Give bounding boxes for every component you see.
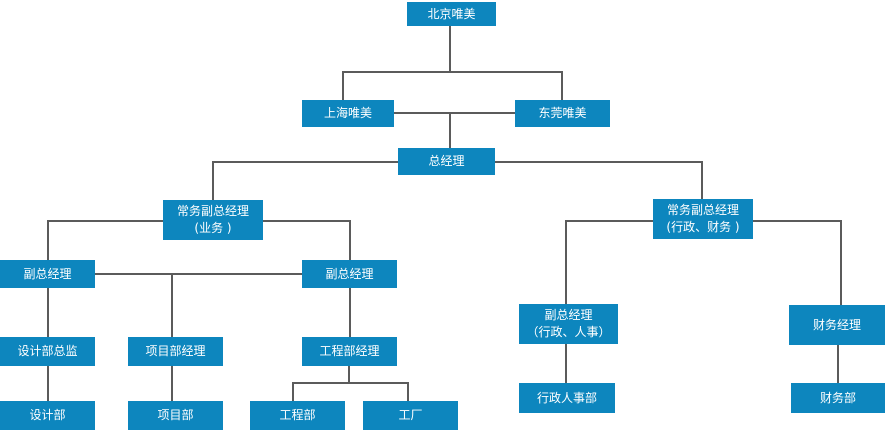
- connector-line: [292, 382, 409, 384]
- org-node-finance-manager[interactable]: 财务经理: [789, 305, 885, 345]
- org-node-label: 财务经理: [812, 317, 861, 332]
- connector-line: [565, 220, 567, 304]
- connector-line: [292, 382, 294, 401]
- org-node-project-dept[interactable]: 项目部: [128, 401, 223, 430]
- org-node-label: 设计部: [29, 408, 66, 423]
- connector-line: [449, 26, 451, 72]
- org-node-engineering-dept[interactable]: 工程部: [250, 401, 345, 430]
- org-node-label: 常务副总经理: [666, 203, 739, 218]
- connector-line: [263, 220, 351, 222]
- org-node-label: 工厂: [398, 408, 423, 423]
- org-node-shanghai-weimei[interactable]: 上海唯美: [302, 100, 394, 127]
- org-node-dongguan-weimei[interactable]: 东莞唯美: [515, 100, 610, 127]
- org-node-design-dept[interactable]: 设计部: [0, 401, 95, 430]
- org-node-general-manager[interactable]: 总经理: [398, 148, 495, 175]
- connector-line: [349, 288, 351, 337]
- connector-line: [394, 112, 515, 114]
- connector-line: [349, 220, 351, 260]
- connector-line: [837, 345, 839, 383]
- org-node-label: 副总经理: [325, 266, 374, 281]
- connector-line: [449, 112, 451, 148]
- connector-line: [407, 382, 409, 401]
- org-node-deputy-gm-admin-hr[interactable]: 副总经理 （行政、人事）: [519, 304, 618, 344]
- org-node-label: 副总经理: [23, 266, 72, 281]
- org-node-admin-hr-dept[interactable]: 行政人事部: [519, 383, 615, 413]
- connector-line: [753, 220, 842, 222]
- org-node-label: 东莞唯美: [538, 106, 587, 121]
- org-node-design-dept-director[interactable]: 设计部总监: [0, 337, 95, 366]
- org-node-project-dept-manager[interactable]: 项目部经理: [128, 337, 223, 366]
- connector-line: [95, 273, 302, 275]
- connector-line: [495, 161, 703, 163]
- connector-line: [342, 71, 344, 100]
- org-node-label: 财务部: [819, 390, 856, 405]
- connector-line: [47, 220, 49, 260]
- connector-line: [212, 161, 214, 200]
- org-node-finance-dept[interactable]: 财务部: [791, 383, 885, 413]
- org-node-label: (行政、财务 ): [666, 220, 740, 234]
- connector-line: [348, 366, 350, 383]
- connector-line: [47, 220, 163, 222]
- connector-line: [701, 161, 703, 199]
- org-node-label: （行政、人事）: [526, 325, 611, 339]
- org-node-label: 总经理: [428, 154, 465, 169]
- connector-line: [342, 71, 563, 73]
- org-node-engineering-dept-manager[interactable]: 工程部经理: [302, 337, 397, 366]
- org-node-label: 常务副总经理: [176, 204, 249, 219]
- connector-line: [212, 161, 398, 163]
- connector-line: [171, 366, 173, 401]
- connector-line: [47, 366, 49, 401]
- org-node-label: 副总经理: [544, 308, 593, 323]
- connector-line: [565, 220, 653, 222]
- org-node-label: (业务 ): [194, 221, 232, 235]
- org-node-label: 项目部经理: [145, 344, 206, 359]
- org-node-label: 工程部经理: [319, 344, 380, 359]
- org-node-exec-deputy-gm-admin-fin[interactable]: 常务副总经理 (行政、财务 ): [653, 199, 753, 239]
- org-node-label: 工程部: [279, 408, 316, 423]
- org-node-factory[interactable]: 工厂: [363, 401, 458, 430]
- org-node-label: 设计部总监: [17, 344, 78, 359]
- org-node-exec-deputy-gm-business[interactable]: 常务副总经理 (业务 ): [163, 200, 263, 240]
- org-node-label: 项目部: [157, 408, 194, 423]
- connector-line: [840, 220, 842, 305]
- org-node-beijing-weimei[interactable]: 北京唯美: [407, 2, 496, 26]
- org-node-label: 上海唯美: [323, 106, 372, 121]
- org-node-label: 行政人事部: [536, 390, 597, 405]
- connector-line: [561, 71, 563, 100]
- org-node-deputy-gm-right[interactable]: 副总经理: [302, 260, 397, 288]
- org-node-label: 北京唯美: [427, 6, 476, 21]
- connector-line: [171, 273, 173, 337]
- connector-line: [565, 344, 567, 383]
- connector-line: [47, 288, 49, 337]
- org-node-deputy-gm-left[interactable]: 副总经理: [0, 260, 95, 288]
